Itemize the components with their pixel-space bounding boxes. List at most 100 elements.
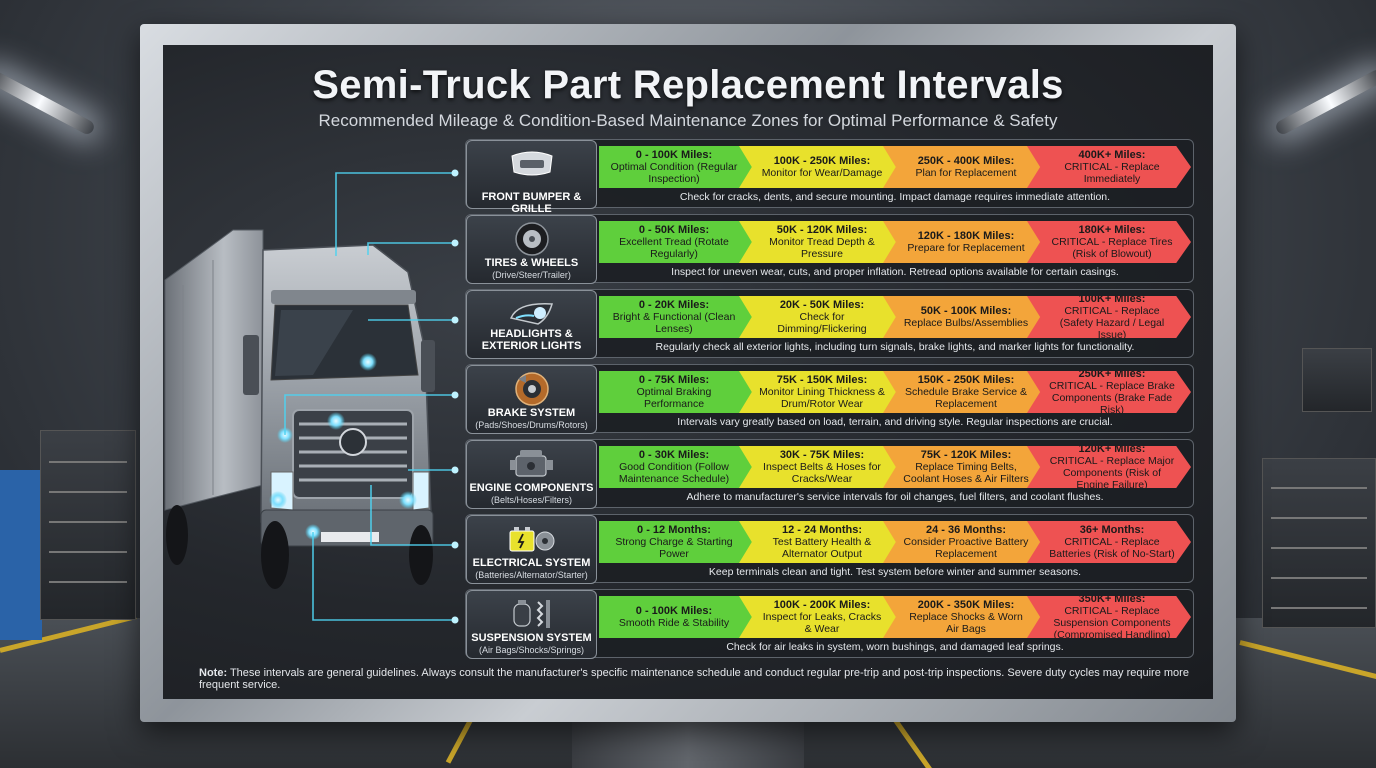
zone-heading: 0 - 20K Miles: (638, 299, 710, 311)
inspection-tip: Keep terminals clean and tight. Test sys… (708, 566, 1082, 578)
part-card: FRONT BUMPER & GRILLE (466, 140, 597, 215)
zone-text: CRITICAL - Replace (Safety Hazard / Lega… (1059, 305, 1165, 341)
zone-critical: 400K+ Miles:CRITICAL - Replace Immediate… (1027, 146, 1191, 188)
interval-zones: 0 - 50K Miles:Excellent Tread (Rotate Re… (599, 221, 1191, 263)
zone-heading: 120K - 180K Miles: (917, 230, 1015, 242)
suspension-icon (513, 600, 550, 628)
inspection-tip: Check for air leaks in system, worn bush… (726, 641, 1064, 653)
zone-optimal: 0 - 50K Miles:Excellent Tread (Rotate Re… (599, 221, 755, 263)
engine-icon (510, 450, 553, 477)
zone-monitor: 75K - 150K Miles:Monitor Lining Thicknes… (739, 371, 899, 413)
infographic-screen: Semi-Truck Part Replacement Intervals Re… (163, 45, 1213, 699)
battery-icon (509, 527, 555, 552)
part-name: HEADLIGHTS & EXTERIOR LIGHTS (481, 328, 582, 352)
zone-monitor: 12 - 24 Months:Test Battery Health & Alt… (739, 521, 899, 563)
part-subtitle: (Drive/Steer/Trailer) (492, 270, 571, 280)
part-name: TIRES & WHEELS (484, 257, 579, 269)
footnote-text: These intervals are general guidelines. … (199, 667, 1189, 691)
zone-heading: 0 - 50K Miles: (638, 224, 710, 236)
inspection-tip: Intervals vary greatly based on load, te… (677, 416, 1113, 428)
zone-monitor: 100K - 200K Miles:Inspect for Leaks, Cra… (739, 596, 899, 638)
zone-critical: 350K+ Miles:CRITICAL - Replace Suspensio… (1027, 596, 1191, 638)
zone-heading: 250K - 400K Miles: (917, 155, 1015, 167)
part-name: SUSPENSION SYSTEM (471, 632, 592, 644)
zone-text: Smooth Ride & Stability (618, 617, 730, 629)
zone-monitor: 100K - 250K Miles:Monitor for Wear/Damag… (739, 146, 899, 188)
zone-optimal: 0 - 75K Miles:Optimal Braking Performanc… (599, 371, 755, 413)
zone-text: CRITICAL - Replace Brake Components (Bra… (1049, 380, 1175, 416)
tire-icon (515, 222, 549, 256)
zone-text: Test Battery Health & Alternator Output (772, 536, 872, 560)
inspection-tip: Check for cracks, dents, and secure moun… (679, 191, 1111, 203)
row-front-bumper: FRONT BUMPER & GRILLE 0 - 100K Miles:Opt… (465, 139, 1194, 215)
inspection-tip: Adhere to manufacturer's service interva… (686, 491, 1104, 503)
zone-optimal: 0 - 30K Miles:Good Condition (Follow Mai… (599, 446, 755, 488)
zone-text: Replace Timing Belts, Coolant Hoses & Ai… (903, 461, 1029, 485)
zone-monitor: 50K - 120K Miles:Monitor Tread Depth & P… (739, 221, 899, 263)
zone-heading: 50K - 100K Miles: (920, 305, 1012, 317)
zone-heading: 200K - 350K Miles: (917, 599, 1015, 611)
zone-heading: 75K - 120K Miles: (920, 449, 1012, 461)
zone-optimal: 0 - 12 Months:Strong Charge & Starting P… (599, 521, 755, 563)
zone-text: CRITICAL - Replace Suspension Components… (1053, 605, 1171, 641)
footnote-label: Note: (199, 667, 228, 679)
zone-text: Consider Proactive Battery Replacement (903, 536, 1029, 560)
part-card: BRAKE SYSTEM (Pads/Shoes/Drums/Rotors) (466, 365, 597, 434)
zone-heading: 0 - 75K Miles: (638, 374, 710, 386)
zone-heading: 0 - 100K Miles: (635, 149, 713, 161)
tool-cabinet-left (40, 430, 136, 620)
zone-plan: 200K - 350K Miles:Replace Shocks & Worn … (883, 596, 1043, 638)
zone-text: Optimal Braking Performance (636, 386, 712, 410)
interval-zones: 0 - 100K Miles:Smooth Ride & Stability 1… (599, 596, 1191, 638)
zone-heading: 250K+ Miles: (1078, 368, 1146, 380)
zone-text: Inspect Belts & Hoses for Cracks/Wear (763, 461, 881, 485)
interval-zones: 0 - 20K Miles:Bright & Functional (Clean… (599, 296, 1191, 338)
zone-heading: 0 - 30K Miles: (638, 449, 710, 461)
tool-stand-left (0, 470, 42, 640)
zone-heading: 50K - 120K Miles: (776, 224, 868, 236)
zone-heading: 0 - 100K Miles: (635, 605, 713, 617)
zone-text: CRITICAL - Replace Tires (Risk of Blowou… (1051, 236, 1173, 260)
row-engine-components: ENGINE COMPONENTS (Belts/Hoses/Filters) … (465, 439, 1194, 509)
page-title: Semi-Truck Part Replacement Intervals (312, 63, 1064, 107)
part-card: TIRES & WHEELS (Drive/Steer/Trailer) (466, 215, 597, 284)
zone-plan: 150K - 250K Miles:Schedule Brake Service… (883, 371, 1043, 413)
row-brake-system: BRAKE SYSTEM (Pads/Shoes/Drums/Rotors) 0… (465, 364, 1194, 434)
zone-text: Schedule Brake Service & Replacement (905, 386, 1027, 410)
part-subtitle: (Pads/Shoes/Drums/Rotors) (475, 420, 588, 430)
ceiling-light-left (0, 67, 97, 137)
footnote: Note: These intervals are general guidel… (199, 667, 1189, 691)
zone-heading: 20K - 50K Miles: (779, 299, 865, 311)
zone-text: Inspect for Leaks, Cracks & Wear (762, 611, 882, 635)
zone-heading: 100K+ Miles: (1078, 293, 1146, 305)
zone-text: CRITICAL - Replace Major Components (Ris… (1049, 455, 1175, 491)
brake-disc-icon (515, 372, 549, 406)
zone-text: Bright & Functional (Clean Lenses) (612, 311, 736, 335)
zone-text: Replace Bulbs/Assemblies (903, 317, 1029, 329)
part-subtitle: (Belts/Hoses/Filters) (490, 495, 572, 505)
zone-text: Monitor for Wear/Damage (761, 167, 883, 179)
zone-optimal: 0 - 20K Miles:Bright & Functional (Clean… (599, 296, 755, 338)
zone-heading: 400K+ Miles: (1078, 149, 1146, 161)
part-card: ELECTRICAL SYSTEM (Batteries/Alternator/… (466, 515, 597, 584)
part-name: BRAKE SYSTEM (487, 407, 576, 419)
zone-heading: 180K+ Miles: (1078, 224, 1146, 236)
zone-text: CRITICAL - Replace Batteries (Risk of No… (1049, 536, 1175, 560)
zone-critical: 250K+ Miles:CRITICAL - Replace Brake Com… (1027, 371, 1191, 413)
zone-text: Excellent Tread (Rotate Regularly) (619, 236, 729, 260)
zone-text: Good Condition (Follow Maintenance Sched… (618, 461, 730, 485)
part-card: HEADLIGHTS & EXTERIOR LIGHTS (466, 290, 597, 359)
zone-heading: 75K - 150K Miles: (776, 374, 868, 386)
zone-heading: 24 - 36 Months: (925, 524, 1007, 536)
zone-text: Optimal Condition (Regular Inspection) (610, 161, 738, 185)
zone-text: Check for Dimming/Flickering (777, 311, 867, 335)
ceiling-light-right (1273, 67, 1376, 137)
headlight-icon (509, 303, 553, 325)
interval-zones: 0 - 75K Miles:Optimal Braking Performanc… (599, 371, 1191, 413)
part-card: SUSPENSION SYSTEM (Air Bags/Shocks/Sprin… (466, 590, 597, 659)
inspection-tip: Inspect for uneven wear, cuts, and prope… (671, 266, 1119, 278)
zone-critical: 120K+ Miles:CRITICAL - Replace Major Com… (1027, 446, 1191, 488)
bumper-icon (511, 151, 553, 176)
zone-heading: 100K - 250K Miles: (773, 155, 871, 167)
zone-heading: 350K+ Miles: (1078, 593, 1146, 605)
